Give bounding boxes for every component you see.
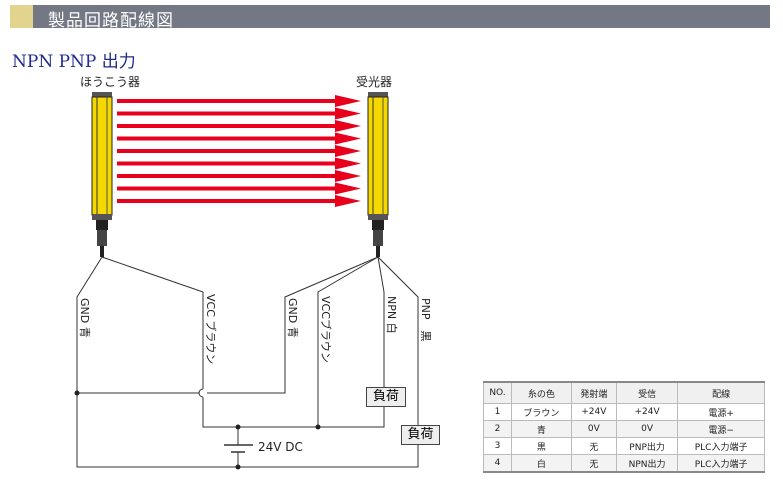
beam-arrow-shaft: [117, 161, 337, 166]
beam-arrow-shaft: [117, 199, 337, 203]
receiver-label: 受光器: [356, 75, 393, 89]
cell: NPN出力: [615, 454, 679, 473]
diagram-subtitle: NPN PNP 出力: [12, 52, 136, 72]
wire-label-pnp: PNP 黒: [419, 298, 432, 342]
junction-dots: [74, 390, 321, 470]
beam-arrow-shaft: [117, 99, 337, 103]
cell: +24V: [615, 403, 679, 421]
beam-arrow-head: [335, 157, 361, 170]
beam-arrow-shaft: [117, 124, 337, 128]
emitter-label: ほうこう器: [80, 75, 141, 89]
beam-arrow-shaft: [117, 136, 337, 141]
cell: 黒: [510, 437, 572, 455]
cell: ブラウン: [510, 403, 572, 421]
wires: [76, 256, 419, 468]
cell: 1: [483, 403, 512, 421]
cell: PLC入力端子: [677, 437, 765, 455]
beam-arrow-shaft: [117, 111, 337, 116]
beam-arrow-shaft: [117, 186, 337, 191]
wire-label-vcc-emitter: VCC ブラウン: [204, 294, 217, 365]
cell: 白: [510, 454, 572, 473]
header-accent: [10, 5, 33, 28]
light-beams: [117, 95, 361, 207]
beam-arrow-shaft: [117, 149, 337, 153]
wire-label-gnd-emitter: GND 青: [78, 298, 91, 338]
beam-arrow-head: [335, 120, 361, 132]
beam-arrow-head: [335, 170, 361, 182]
section-title: 製品回路配線図: [48, 11, 174, 31]
beam-arrow-head: [335, 182, 361, 195]
wire-label-vcc-receiver: VCCブラウン: [319, 296, 332, 363]
cell: 2: [483, 420, 512, 438]
wire-label-npn: NPN 白: [385, 296, 398, 334]
cell: 電源−: [677, 420, 765, 438]
cell: 无: [570, 437, 617, 455]
section-header: 製品回路配線図: [10, 5, 770, 31]
cell: +24V: [570, 403, 617, 421]
col-no: NO.: [483, 381, 512, 404]
beam-arrow-head: [335, 107, 361, 120]
col-wiring: 配線: [677, 381, 765, 404]
load-npn: 負荷: [366, 387, 406, 407]
load-pnp: 負荷: [401, 425, 440, 445]
cell: 0V: [615, 420, 679, 438]
cell: 无: [570, 454, 617, 473]
beam-arrow-shaft: [117, 174, 337, 178]
beam-arrow-head: [335, 195, 361, 207]
wire-label-gnd-receiver: GND 青: [286, 298, 299, 338]
beam-arrow-head: [335, 145, 361, 157]
cell: 電源+: [677, 403, 765, 421]
supply-label: 24V DC: [258, 440, 303, 454]
beam-arrow-head: [335, 95, 361, 107]
cell: 3: [483, 437, 512, 455]
col-color: 糸の色: [510, 381, 572, 404]
col-receiver: 受信: [615, 381, 679, 404]
cell: 青: [510, 420, 572, 438]
cell: PLC入力端子: [677, 454, 765, 473]
receiver-sensor: [367, 92, 389, 257]
cell: 0V: [570, 420, 617, 438]
col-emitter: 発射端: [570, 381, 617, 404]
emitter-sensor: [91, 92, 113, 257]
cell: 4: [483, 454, 512, 473]
cell: PNP出力: [615, 437, 679, 455]
beam-arrow-head: [335, 132, 361, 145]
table-header: NO.糸の色発射端受信配線: [483, 381, 765, 404]
